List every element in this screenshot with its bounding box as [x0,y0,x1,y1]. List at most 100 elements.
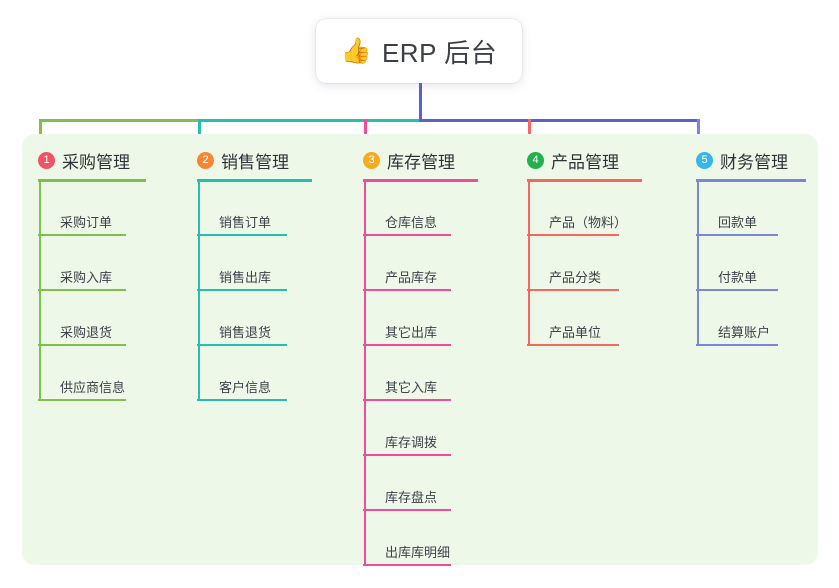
column-header-3[interactable]: 3 库存管理 [363,148,455,173]
menu-item-label: 产品库存 [385,270,438,285]
column-库存管理: 3 库存管理仓库信息产品库存其它出库其它入库库存调拨库存盘点出库库明细 [363,0,478,588]
menu-item-label: 其它出库 [385,325,438,340]
menu-item-label: 销售退货 [219,325,272,340]
menu-item[interactable]: 客户信息 [197,369,287,401]
menu-item-label: 出库库明细 [385,545,451,560]
bus-segment-periwinkle [419,119,700,122]
menu-item-rule [197,234,287,236]
menu-item-label: 仓库信息 [385,215,438,230]
thumbs-up-icon: 👍 [340,36,372,65]
column-header-5[interactable]: 5 财务管理 [696,148,788,173]
menu-item[interactable]: 产品单位 [527,314,619,346]
root-node-card[interactable]: 👍 ERP 后台 [316,19,522,83]
root-title: ERP 后台 [381,37,498,68]
menu-item[interactable]: 采购订单 [38,204,126,236]
column-spine [528,182,530,346]
column-title: 采购管理 [62,153,130,172]
menu-item-rule [363,344,451,346]
column-badge-4: 4 [527,152,544,169]
menu-item-rule [197,289,287,291]
menu-item-label: 采购订单 [60,215,113,230]
menu-item-rule [363,234,451,236]
menu-item[interactable]: 采购退货 [38,314,126,346]
column-header-rule [527,179,642,182]
menu-item-rule [38,289,126,291]
menu-item-label: 库存调拨 [385,435,438,450]
bus-segment-green [39,119,198,122]
menu-item-label: 客户信息 [219,380,272,395]
menu-item-rule [696,344,778,346]
menu-item-label: 其它入库 [385,380,438,395]
menu-item-label: 供应商信息 [60,380,126,395]
menu-item[interactable]: 仓库信息 [363,204,451,236]
menu-item-rule [197,399,287,401]
bus-segment-teal [198,119,420,122]
menu-item-label: 销售订单 [219,215,272,230]
menu-item[interactable]: 付款单 [696,259,778,291]
column-title: 产品管理 [551,153,619,172]
menu-item-label: 回款单 [718,215,758,230]
menu-item-label: 结算账户 [718,325,771,340]
menu-item-label: 产品（物料） [549,215,628,230]
menu-item-label: 采购退货 [60,325,113,340]
column-采购管理: 1 采购管理采购订单采购入库采购退货供应商信息 [38,0,146,588]
menu-item[interactable]: 销售订单 [197,204,287,236]
menu-item-label: 产品分类 [549,270,602,285]
root-stem [419,83,422,122]
menu-item[interactable]: 供应商信息 [38,369,126,401]
menu-item[interactable]: 结算账户 [696,314,778,346]
menu-item[interactable]: 销售出库 [197,259,287,291]
menu-item[interactable]: 库存调拨 [363,424,451,456]
column-spine [364,182,366,566]
column-header-1[interactable]: 1 采购管理 [38,148,130,173]
menu-item[interactable]: 销售退货 [197,314,287,346]
menu-item-rule [363,564,451,566]
column-badge-2: 2 [197,152,214,169]
column-header-rule [363,179,478,182]
menu-item[interactable]: 采购入库 [38,259,126,291]
menu-item-rule [363,454,451,456]
menu-item-rule [696,289,778,291]
menu-item-label: 销售出库 [219,270,272,285]
column-header-rule [38,179,146,182]
menu-item-rule [363,289,451,291]
column-badge-1: 1 [38,152,55,169]
menu-item-label: 采购入库 [60,270,113,285]
menu-item[interactable]: 其它出库 [363,314,451,346]
menu-item-rule [696,234,778,236]
menu-item[interactable]: 产品分类 [527,259,619,291]
column-header-rule [197,179,312,182]
column-title: 财务管理 [720,153,788,172]
column-badge-5: 5 [696,152,713,169]
menu-item-rule [527,289,619,291]
menu-item-label: 库存盘点 [385,490,438,505]
menu-item-rule [363,509,451,511]
column-销售管理: 2 销售管理销售订单销售出库销售退货客户信息 [197,0,312,588]
menu-item[interactable]: 产品（物料） [527,204,627,236]
menu-item-rule [527,344,619,346]
menu-item-rule [38,234,126,236]
menu-item[interactable]: 产品库存 [363,259,451,291]
menu-item-rule [527,234,619,236]
menu-item[interactable]: 库存盘点 [363,479,451,511]
menu-item[interactable]: 其它入库 [363,369,451,401]
column-spine [198,182,200,401]
menu-item-rule [38,399,126,401]
column-title: 销售管理 [221,153,289,172]
column-badge-3: 3 [363,152,380,169]
menu-item[interactable]: 回款单 [696,204,778,236]
menu-item-rule [197,344,287,346]
column-spine [697,182,699,346]
column-header-rule [696,179,806,182]
menu-item[interactable]: 出库库明细 [363,534,451,566]
column-财务管理: 5 财务管理回款单付款单结算账户 [696,0,806,588]
modules-panel [22,134,818,565]
column-title: 库存管理 [387,153,455,172]
column-产品管理: 4 产品管理产品（物料） 产品分类产品单位 [527,0,642,588]
menu-item-rule [363,399,451,401]
column-spine [39,182,41,401]
menu-item-rule [38,344,126,346]
column-header-2[interactable]: 2 销售管理 [197,148,289,173]
menu-item-label: 付款单 [718,270,758,285]
column-header-4[interactable]: 4 产品管理 [527,148,619,173]
